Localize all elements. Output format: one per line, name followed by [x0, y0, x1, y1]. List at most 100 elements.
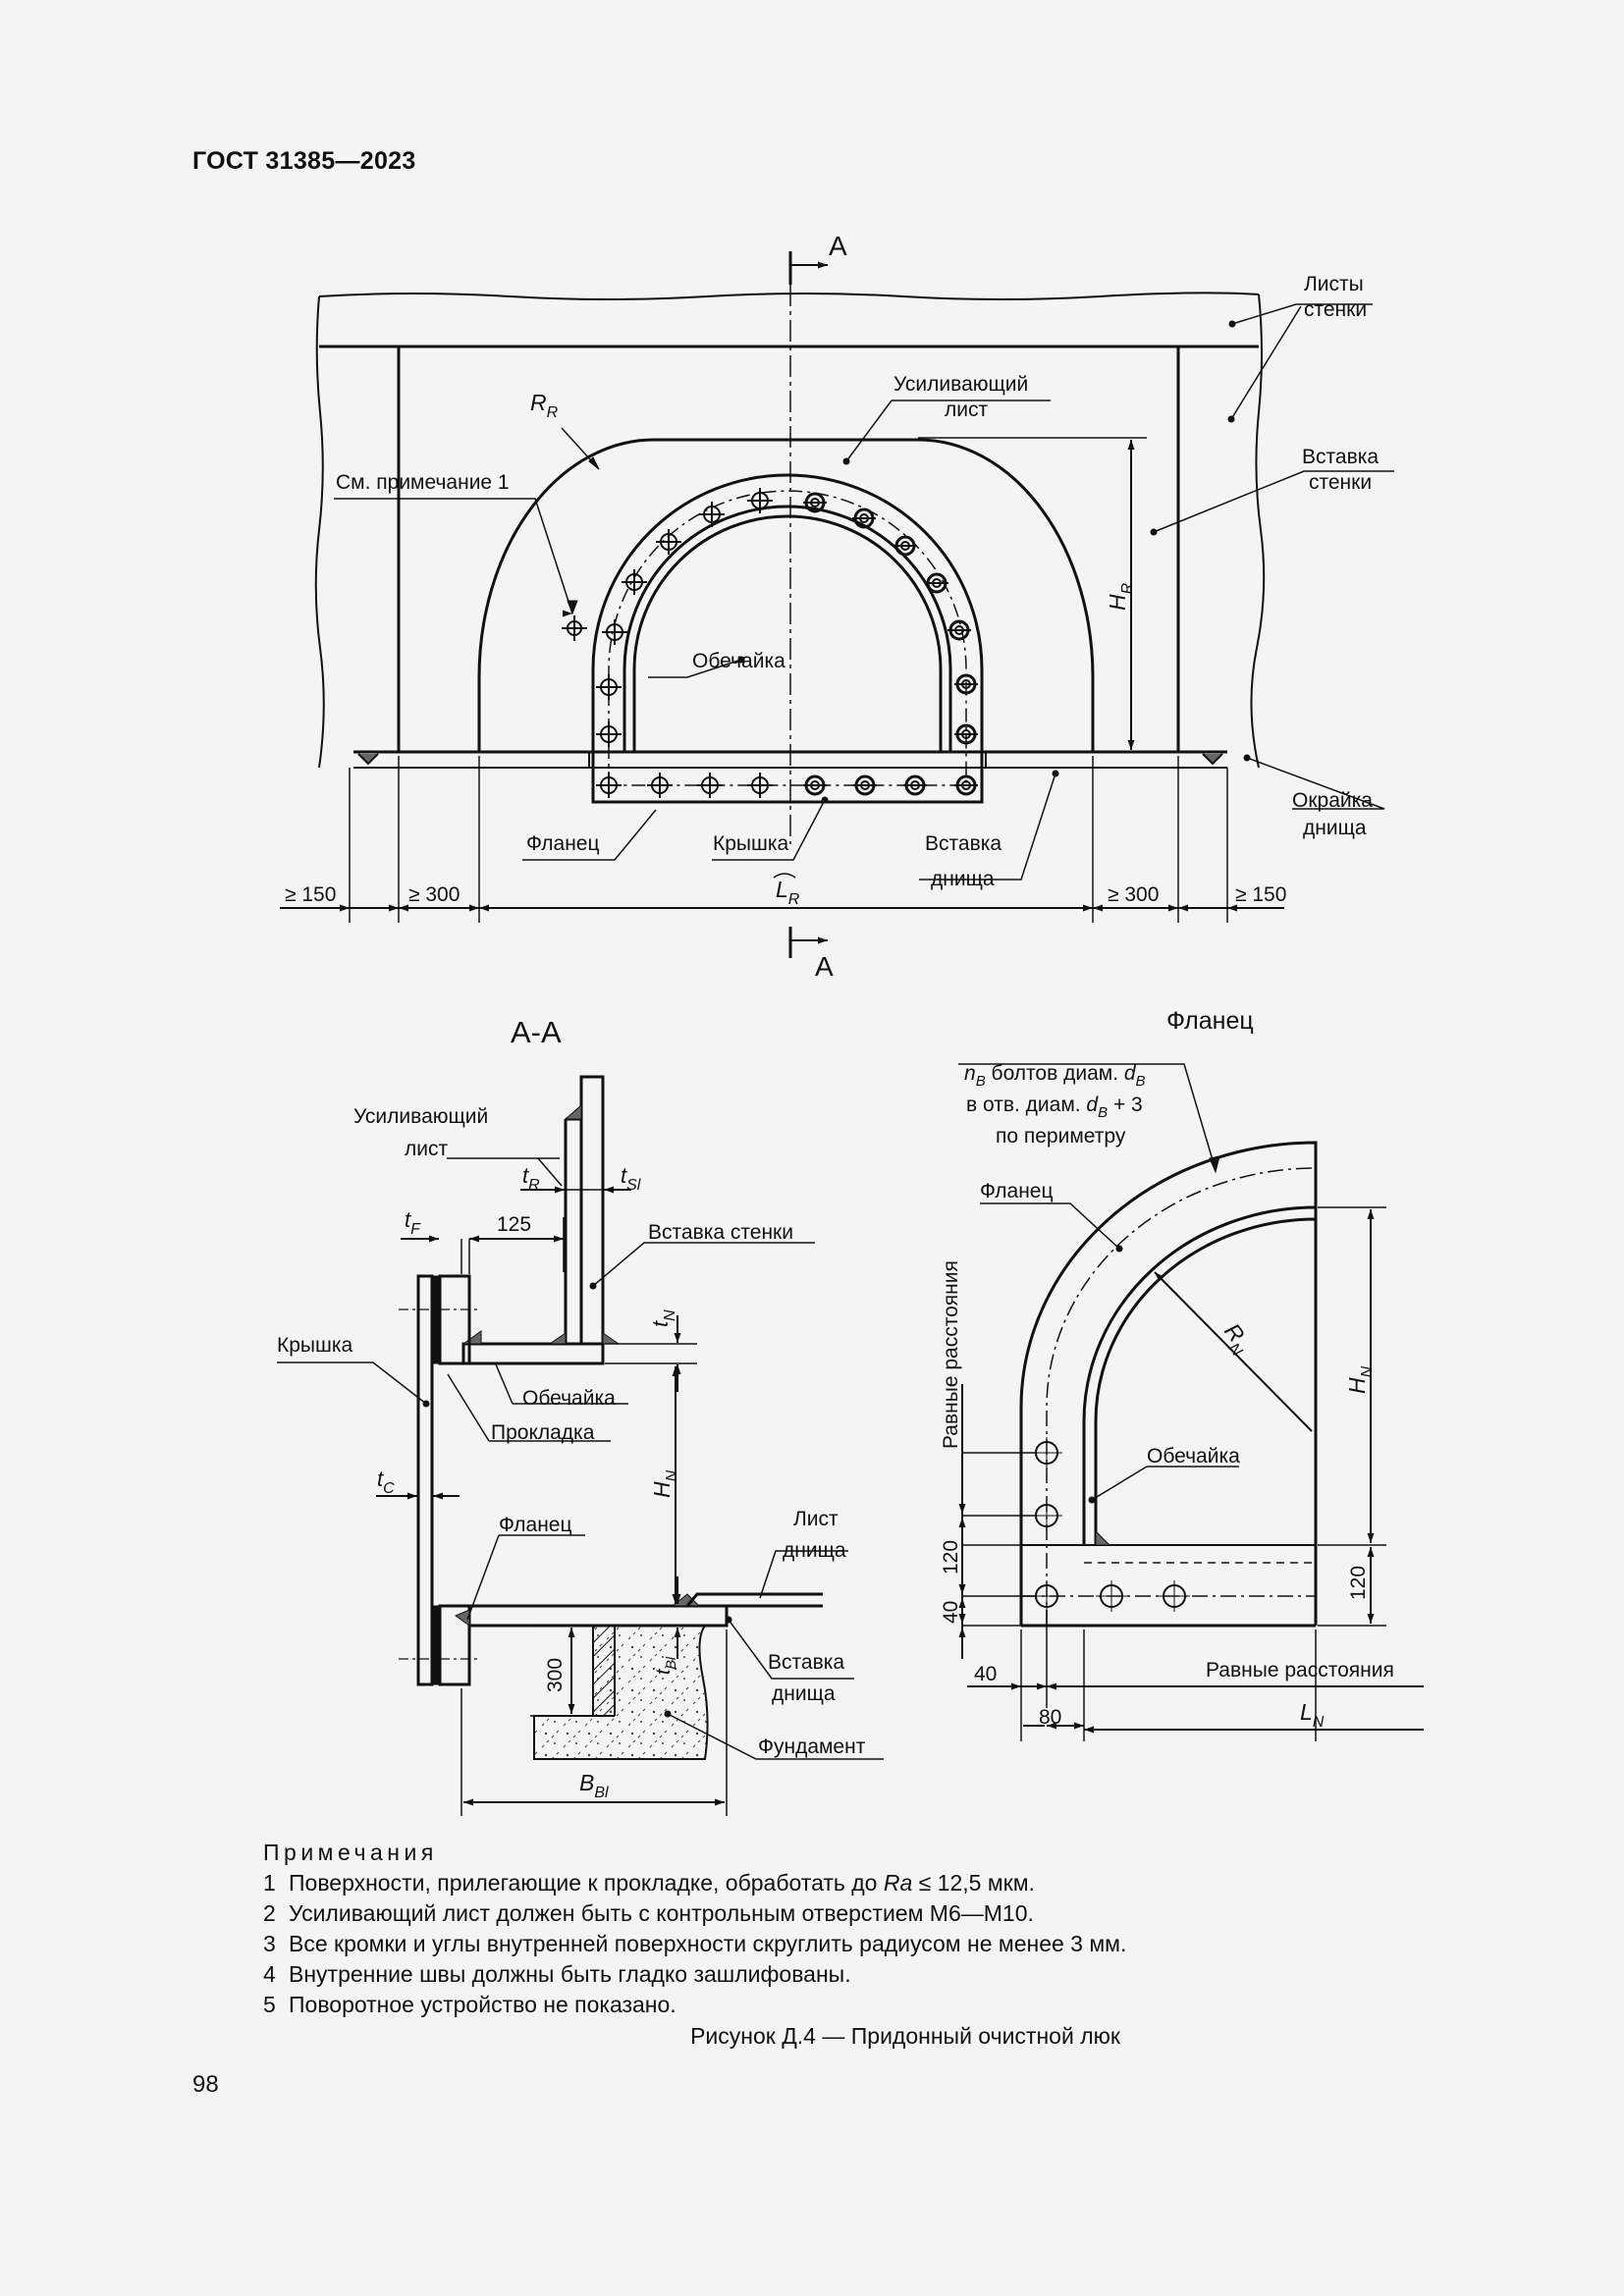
- label-reinforcing-2: лист: [945, 399, 988, 421]
- flange-dim-80: 80: [1039, 1706, 1061, 1729]
- flange-label-equal: Равные расстояния: [1206, 1659, 1394, 1682]
- label-bottom-insert-2: днища: [931, 868, 995, 890]
- dim-300-left: ≥ 300: [408, 883, 460, 906]
- section-label-reinforcing-1: Усиливающий: [353, 1105, 488, 1128]
- reinforcing-plate: [477, 438, 1095, 752]
- section-label-cover: Крышка: [277, 1334, 353, 1357]
- cover-plate: [416, 1274, 434, 1686]
- flange-view-labels: Фланец nB болтов диам. dB в отв. диам. d…: [940, 1007, 1394, 1731]
- notes-title: Примечания: [263, 1840, 438, 1865]
- section-label-wall-insert: Вставка стенки: [648, 1221, 793, 1244]
- flange-bolt-arc: [1046, 1167, 1317, 1626]
- flange-label-perimeter: по периметру: [996, 1125, 1126, 1148]
- section-label-tbl: tBl: [653, 1656, 678, 1675]
- flange-dim-120-left: 120: [940, 1540, 962, 1575]
- label-bottom-edge-2: днища: [1303, 817, 1367, 839]
- section-label-bottom-sheet-2: днища: [783, 1539, 846, 1562]
- shell-plate: [461, 1342, 605, 1365]
- flange-shell-inner: [1094, 1217, 1317, 1545]
- section-dim-300: 300: [544, 1658, 567, 1692]
- section-label-tc: tC: [377, 1467, 395, 1497]
- dim-300-right: ≥ 300: [1108, 883, 1159, 906]
- section-label-bottom-sheet-1: Лист: [793, 1508, 839, 1530]
- label-wall-insert-1: Вставка: [1302, 446, 1379, 468]
- rn-line: [1154, 1271, 1313, 1432]
- bottom-sheet: [685, 1592, 823, 1607]
- section-label-reinforcing-2: лист: [405, 1138, 448, 1160]
- flange-label-shell: Обечайка: [1147, 1445, 1240, 1468]
- label-reinforcing-1: Усиливающий: [893, 373, 1028, 396]
- section-label-tf: tF: [405, 1207, 421, 1238]
- flange-label-flange: Фланец: [980, 1180, 1054, 1202]
- section-label-shell: Обечайка: [522, 1387, 616, 1410]
- label-bottom-insert-1: Вставка: [925, 832, 1001, 855]
- foundation: [533, 1625, 709, 1760]
- label-wall-sheets-1: Листы: [1304, 273, 1364, 295]
- figure-caption: Рисунок Д.4 — Придонный очистной люк: [690, 2023, 1120, 2049]
- label-hr: HR: [1105, 582, 1136, 611]
- section-label-bottom-insert-1: Вставка: [768, 1651, 844, 1674]
- flange-outer-arc: [1019, 1141, 1318, 1626]
- flange-label-hn: HN: [1344, 1365, 1376, 1394]
- section-label-hn: HN: [649, 1469, 680, 1498]
- section-label-bottom-insert-2: днища: [772, 1682, 836, 1705]
- flange-view: [958, 1063, 1424, 1741]
- flange-view-holes: [1031, 1437, 1190, 1612]
- label-cover: Крышка: [713, 832, 789, 855]
- section-view-labels: А-А Усиливающий лист Вставка стенки Крыш…: [277, 1015, 866, 1801]
- dim-150-right: ≥ 150: [1235, 883, 1286, 906]
- shell-outer: [623, 505, 952, 752]
- gasket-bottom: [432, 1605, 441, 1685]
- flange-outline: [591, 473, 984, 804]
- label-flange: Фланец: [526, 832, 600, 855]
- wall-left-edge: [314, 295, 325, 769]
- top-view-labels: А А Листы стенки Вставка стенки Усиливаю…: [285, 231, 1379, 982]
- top-view: [280, 251, 1394, 958]
- flange-holes-left: [596, 488, 773, 798]
- label-note-ref: См. примечание 1: [336, 471, 510, 494]
- wall-insert-plate: [579, 1075, 605, 1346]
- control-hole: [562, 615, 587, 641]
- flange-dim-120-right: 120: [1347, 1566, 1370, 1600]
- flange-label-equal-vertical: Равные расстояния: [940, 1260, 962, 1449]
- section-title: А-А: [511, 1015, 562, 1049]
- section-label-flange: Фланец: [499, 1514, 572, 1536]
- wall-right-edge: [1250, 294, 1266, 769]
- flange-dim-40-bottom: 40: [974, 1663, 997, 1685]
- flange-shell-outer: [1082, 1205, 1317, 1545]
- flange-bolts-right: [803, 492, 978, 796]
- bolt-circle: [608, 490, 967, 786]
- shell-inner: [632, 514, 943, 752]
- label-shell: Обечайка: [692, 650, 785, 672]
- section-label-tr: tR: [522, 1163, 540, 1194]
- section-label-gasket: Прокладка: [491, 1421, 595, 1444]
- section-label-tsl: tSl: [621, 1163, 641, 1194]
- section-mark-bottom: [788, 927, 828, 958]
- flange-label-holes: в отв. диам. dB + 3: [966, 1094, 1143, 1121]
- section-label-foundation: Фундамент: [758, 1735, 866, 1758]
- section-label-bottom: А: [815, 951, 834, 982]
- flange-dim-40-left: 40: [940, 1601, 962, 1624]
- document-header: ГОСТ 31385—2023: [192, 147, 416, 175]
- section-label-tn: tN: [648, 1309, 678, 1327]
- flange-label-ln: LN: [1300, 1699, 1325, 1731]
- label-wall-sheets-2: стенки: [1304, 298, 1367, 321]
- section-mark-top: [788, 251, 828, 285]
- section-dim-125: 125: [497, 1213, 531, 1236]
- bottom-insert-plate: [467, 1604, 729, 1628]
- label-wall-insert-2: стенки: [1309, 471, 1372, 494]
- flange-label-bolts: nB болтов диам. dB: [964, 1062, 1146, 1090]
- flange-title: Фланец: [1166, 1007, 1254, 1035]
- wall-break-line: [318, 292, 1260, 300]
- gasket-top: [432, 1275, 441, 1364]
- section-view: [277, 1075, 884, 1816]
- label-lr: LR: [776, 877, 800, 908]
- section-label-top: А: [829, 231, 847, 261]
- dim-150-left: ≥ 150: [285, 883, 336, 906]
